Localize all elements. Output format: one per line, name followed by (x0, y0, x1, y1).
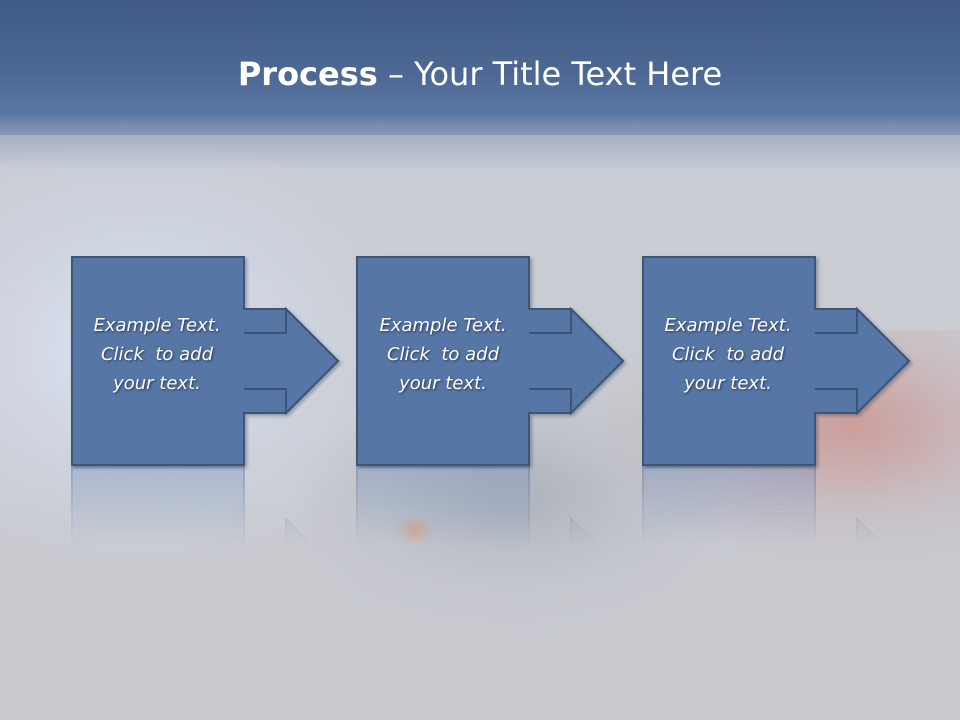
slide-title[interactable]: Process – Your Title Text Here (0, 52, 960, 96)
step-1-line-1: Example Text. (93, 315, 221, 336)
title-bar-fade (0, 125, 960, 170)
shape-reflections (71, 466, 911, 676)
process-step-1-text[interactable]: Example Text. Click to add your text. (72, 311, 242, 398)
step-3-line-1: Example Text. (664, 315, 792, 336)
step-2-line-1: Example Text. (379, 315, 507, 336)
process-step-3-text[interactable]: Example Text. Click to add your text. (643, 311, 813, 398)
step-1-line-2: Click to add (100, 344, 213, 365)
arrow-heads (240, 306, 911, 416)
step-2-line-3: your text. (399, 373, 487, 394)
process-step-2-text[interactable]: Example Text. Click to add your text. (358, 311, 528, 398)
step-2-line-2: Click to add (386, 344, 499, 365)
step-1-line-3: your text. (113, 373, 201, 394)
title-rest: – Your Title Text Here (377, 55, 723, 93)
title-bar (0, 0, 960, 135)
title-bold: Process (237, 55, 378, 93)
step-3-line-2: Click to add (671, 344, 784, 365)
step-3-line-3: your text. (684, 373, 772, 394)
